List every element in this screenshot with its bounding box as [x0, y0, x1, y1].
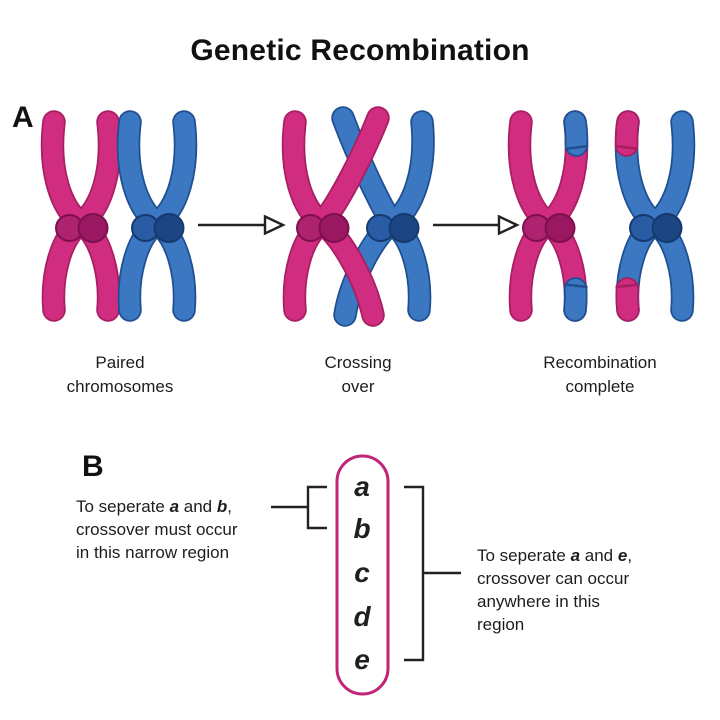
centromere	[544, 213, 576, 243]
centromere	[318, 213, 350, 243]
locus-d: d	[353, 601, 371, 632]
caption-recombination-complete: Recombination complete	[543, 353, 657, 396]
caption-paired-chromosomes: Paired chromosomes	[66, 353, 174, 396]
narrow-region-bracket	[271, 485, 327, 530]
note-line-3: anywhere in this	[477, 592, 600, 611]
locus-b: b	[353, 513, 371, 544]
locus-a: a	[354, 471, 370, 502]
chromosome-pink-paired	[40, 110, 122, 322]
centromere	[651, 213, 683, 243]
narrow-region-note: To seperate a and b, crossover must occu…	[76, 495, 302, 564]
gene-a: a	[169, 497, 180, 516]
section-a-label: A	[12, 101, 34, 134]
chromosome-pink-recombined	[507, 110, 589, 322]
chromosome-blue-recombined	[614, 110, 696, 322]
chromosome-pink-crossing	[281, 106, 390, 327]
note-line-4: region	[477, 615, 525, 634]
note-line-2: crossover can occur	[477, 569, 630, 588]
wide-region-note: To seperate a and e, crossover can occur…	[477, 544, 717, 636]
section-b-label: B	[82, 450, 104, 483]
gene-b: b	[216, 497, 228, 516]
centromere	[77, 213, 109, 243]
arrow-icon-2	[433, 214, 520, 236]
note-line-1: To seperate a and e,	[477, 546, 633, 565]
chromosome-capsule	[335, 454, 390, 696]
page-title: Genetic Recombination	[190, 34, 530, 67]
caption-crossing-over: Crossing over	[324, 353, 392, 396]
note-line-1: To seperate a and b,	[76, 497, 232, 516]
recombined-segment-pink	[614, 110, 640, 322]
locus-c: c	[354, 557, 370, 588]
note-line-3: in this narrow region	[76, 543, 230, 562]
chromosome-blue-paired	[116, 110, 198, 322]
recombined-segment-blue	[563, 110, 589, 322]
centromere	[388, 213, 420, 243]
centromere	[153, 213, 185, 243]
gene-a: a	[570, 546, 581, 565]
arrow-icon-1	[198, 214, 286, 236]
note-line-2: crossover must occur	[76, 520, 238, 539]
wide-region-bracket	[404, 485, 461, 662]
locus-e: e	[354, 644, 370, 675]
gene-e: e	[617, 546, 628, 565]
